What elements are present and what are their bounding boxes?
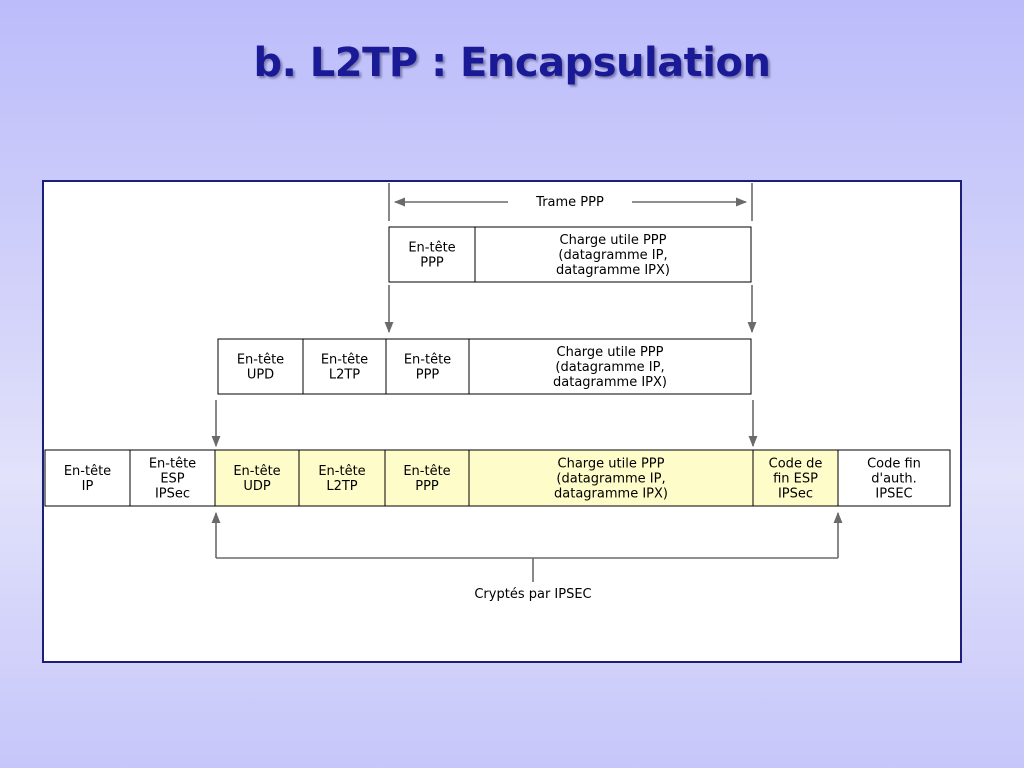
cell-text-line: UPD xyxy=(247,368,274,383)
cell-text-line: datagramme IPX) xyxy=(556,263,670,278)
ipsec-frame-row: En-têteIPEn-têteESPIPSecEn-têteUDPEn-têt… xyxy=(44,449,951,507)
ppp-frame-cell: Charge utile PPP(datagramme IP,datagramm… xyxy=(474,226,752,283)
cell-text-line: Code de xyxy=(769,457,823,472)
cell-text-line: IP xyxy=(82,479,94,494)
cell-text-line: En-tête xyxy=(403,464,450,479)
encapsulation-arrows xyxy=(211,285,758,448)
cell-text-line: datagramme IPX) xyxy=(553,375,667,390)
ipsec-encrypted-bracket: Cryptés par IPSEC xyxy=(211,511,843,602)
cell-text-line: En-tête xyxy=(408,241,455,256)
cell-box xyxy=(302,338,387,395)
encrypted-label: Cryptés par IPSEC xyxy=(474,587,591,602)
cell-text-line: En-tête xyxy=(321,353,368,368)
l2tp-frame-cell: Charge utile PPP(datagramme IP,datagramm… xyxy=(468,338,752,395)
cell-text-line: ESP xyxy=(160,472,184,487)
cell-box xyxy=(474,226,752,283)
cell-text-line: (datagramme IP, xyxy=(555,360,664,375)
cell-box xyxy=(298,449,386,507)
cell-text-line: En-tête xyxy=(318,464,365,479)
cell-text-line: PPP xyxy=(415,479,439,494)
cell-box xyxy=(468,449,754,507)
cell-text-line: IPSEC xyxy=(875,487,912,502)
cell-text-line: En-tête xyxy=(404,353,451,368)
cell-text-line: d'auth. xyxy=(871,472,917,487)
cell-text-line: IPSec xyxy=(778,487,813,502)
cell-box xyxy=(388,226,476,283)
ipsec-frame-cell: Charge utile PPP(datagramme IP,datagramm… xyxy=(468,449,754,507)
cell-box xyxy=(129,449,216,507)
cell-text-line: Charge utile PPP xyxy=(557,345,664,360)
cell-text-line: En-tête xyxy=(64,464,111,479)
cell-text-line: (datagramme IP, xyxy=(558,248,667,263)
cell-text-line: IPSec xyxy=(155,487,190,502)
cell-text-line: PPP xyxy=(420,256,444,271)
cell-text-line: L2TP xyxy=(326,479,357,494)
cell-text-line: Code fin xyxy=(867,457,921,472)
cell-box xyxy=(752,449,839,507)
cell-text-line: En-tête xyxy=(149,457,196,472)
cell-box xyxy=(837,449,951,507)
cell-text-line: L2TP xyxy=(329,368,360,383)
cell-text-line: PPP xyxy=(416,368,440,383)
cell-box xyxy=(385,338,470,395)
cell-text-line: fin ESP xyxy=(773,472,818,487)
cell-text-line: En-tête xyxy=(233,464,280,479)
cell-text-line: En-tête xyxy=(237,353,284,368)
cell-box xyxy=(384,449,470,507)
cell-text-line: Charge utile PPP xyxy=(558,457,665,472)
slide-title: b. L2TP : Encapsulation xyxy=(253,40,771,86)
cell-text-line: Charge utile PPP xyxy=(560,233,667,248)
cell-text-line: datagramme IPX) xyxy=(554,487,668,502)
trame-ppp-label: Trame PPP xyxy=(535,195,604,210)
cell-box xyxy=(217,338,304,395)
cell-box xyxy=(468,338,752,395)
cell-text-line: UDP xyxy=(243,479,271,494)
trame-ppp-span: Trame PPP xyxy=(388,183,753,221)
cell-text-line: (datagramme IP, xyxy=(556,472,665,487)
